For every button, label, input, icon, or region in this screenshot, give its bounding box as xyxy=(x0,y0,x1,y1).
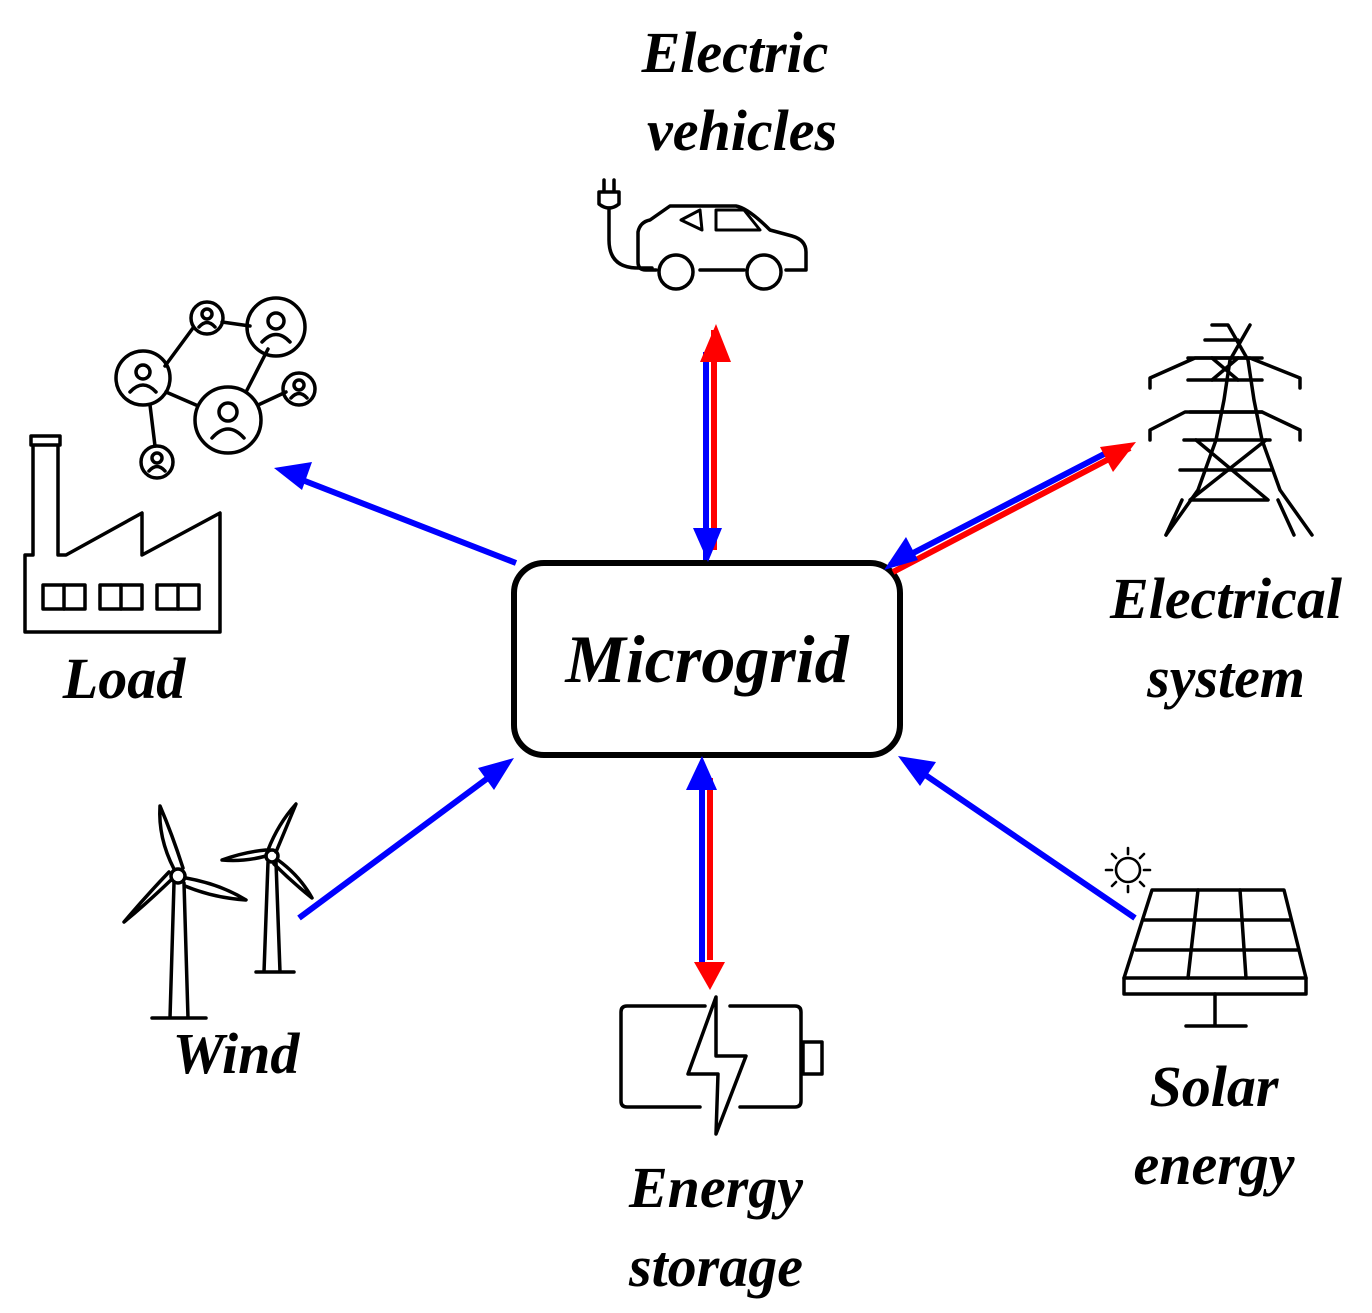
microgrid-label: Microgrid xyxy=(564,621,849,697)
wind-label: Wind xyxy=(173,1021,301,1086)
arrow-microgrid-load xyxy=(274,462,518,566)
grid-label-line2: system xyxy=(1146,645,1305,710)
solar-panel-icon xyxy=(1122,888,1308,1028)
microgrid-box: Microgrid xyxy=(511,560,903,758)
grid-node: Electrical system xyxy=(1109,323,1343,710)
arrow-ev-microgrid xyxy=(693,324,731,562)
arrow-solar-microgrid xyxy=(898,756,1137,921)
transmission-tower-icon xyxy=(1148,323,1314,537)
arrow-storage-microgrid xyxy=(686,756,725,990)
storage-label-line2: storage xyxy=(628,1234,803,1299)
solar-node: Solar energy xyxy=(1104,846,1308,1197)
ev-node: Electric vehicles xyxy=(597,20,837,291)
solar-label-line1: Solar xyxy=(1150,1054,1279,1119)
solar-label-line2: energy xyxy=(1133,1132,1294,1197)
storage-node: Energy storage xyxy=(619,995,824,1299)
arrow-wind-microgrid xyxy=(297,758,514,921)
storage-label-line1: Energy xyxy=(628,1155,803,1220)
grid-label-line1: Electrical xyxy=(1109,566,1343,631)
factory-icon xyxy=(23,434,222,634)
electric-car-icon xyxy=(597,178,808,291)
wind-turbine-icon xyxy=(122,802,314,1020)
battery-icon xyxy=(619,995,824,1136)
sun-icon xyxy=(1104,846,1152,894)
arrow-grid-microgrid xyxy=(884,442,1136,575)
load-label: Load xyxy=(62,646,186,711)
ev-label-line2: vehicles xyxy=(647,98,837,163)
people-network-icon xyxy=(114,296,317,480)
ev-label-line1: Electric xyxy=(641,20,829,85)
load-node: Load xyxy=(23,296,317,711)
wind-node: Wind xyxy=(122,802,314,1086)
